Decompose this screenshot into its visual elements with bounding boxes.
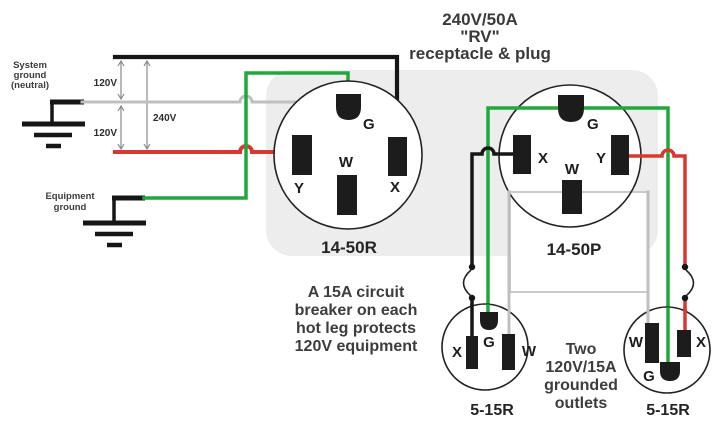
breaker-note-line3: hot leg protects — [296, 320, 416, 337]
receptacle-14-50r-pins — [292, 94, 407, 215]
breaker-switch-arc-left — [462, 269, 472, 297]
diagram-title-line3: receptacle & plug — [409, 44, 551, 63]
diagram-title-line1: 240V/50A — [442, 10, 518, 29]
slot-label-w: W — [522, 343, 537, 360]
plug-14-50p-label: 14-50P — [547, 240, 602, 259]
hot-black-drop — [470, 146, 515, 267]
slot-label-w: W — [629, 334, 644, 351]
ground-wire-green — [142, 71, 350, 200]
pin-g-blade — [558, 95, 584, 122]
pin-w-blade — [562, 180, 582, 214]
receptacle-14-50r-label: 14-50R — [321, 238, 377, 257]
outlets-note-line1: Two — [566, 341, 597, 358]
voltage-label-120v-bottom: 120V — [94, 128, 118, 139]
pin-w-slot — [337, 175, 357, 215]
pin-label-g: G — [363, 116, 375, 133]
breaker-note-line2: breaker on each — [295, 302, 418, 319]
slot-label-x: X — [696, 334, 706, 351]
pin-label-g: G — [587, 116, 599, 133]
arrowheads — [117, 104, 125, 151]
hot-red-drop — [627, 148, 687, 267]
voltage-dimension-arrows — [117, 59, 151, 151]
slot-x — [677, 330, 691, 357]
pin-x-slot — [388, 137, 407, 176]
arrowheads — [117, 59, 125, 101]
pin-label-y: Y — [596, 150, 606, 167]
pin-label-y: Y — [294, 180, 304, 197]
pin-y-blade — [611, 135, 629, 175]
slot-label-g: G — [483, 334, 495, 351]
receptacle-14-50r-face — [273, 80, 423, 230]
slot-g — [480, 312, 498, 330]
slot-label-x: X — [452, 344, 462, 361]
system-ground-symbol — [22, 99, 85, 149]
neutral-wire-white — [80, 94, 341, 194]
equipment-ground-label-2: ground — [54, 202, 87, 213]
pin-label-w: W — [565, 161, 580, 178]
equipment-ground-label-1: Equipment — [45, 191, 95, 202]
system-ground-label-3: (neutral) — [11, 80, 49, 91]
pin-g-slot — [336, 94, 361, 120]
pin-label-x: X — [538, 150, 548, 167]
slot-w — [502, 334, 515, 370]
slot-g — [660, 362, 680, 381]
arrowheads — [143, 59, 151, 151]
pin-label-x: X — [390, 179, 400, 196]
slot-x — [466, 336, 478, 369]
outlet-left-slots — [466, 312, 515, 370]
plug-14-50p-pins — [513, 95, 629, 214]
outlets-note-line2: 120V/15A — [545, 359, 617, 376]
breaker-note-line4: 120V equipment — [295, 338, 418, 355]
breaker-note-line1: A 15A circuit — [308, 284, 405, 301]
slot-label-g: G — [643, 368, 655, 385]
equipment-ground-symbol — [83, 195, 146, 248]
outlet-right-slots — [645, 323, 691, 381]
system-ground-label-2: ground — [14, 70, 47, 81]
pin-label-w: W — [339, 154, 354, 171]
pin-x-blade — [513, 135, 531, 174]
diagram-title-line2: "RV" — [460, 27, 499, 46]
voltage-label-240v: 240V — [153, 113, 177, 124]
outlet-right-label: 5-15R — [646, 402, 690, 419]
slot-w — [645, 323, 659, 363]
system-ground-label-1: System — [13, 60, 47, 71]
pin-y-slot — [292, 135, 312, 175]
outlets-note-line4: outlets — [555, 395, 608, 412]
outlets-note-line3: grounded — [544, 377, 618, 394]
breaker-contact-dot — [681, 263, 689, 271]
breaker-contact-dot — [468, 263, 476, 271]
breaker-switch-arc-right — [685, 269, 695, 297]
voltage-label-120v-top: 120V — [94, 78, 118, 89]
outlet-left-label: 5-15R — [470, 402, 514, 419]
